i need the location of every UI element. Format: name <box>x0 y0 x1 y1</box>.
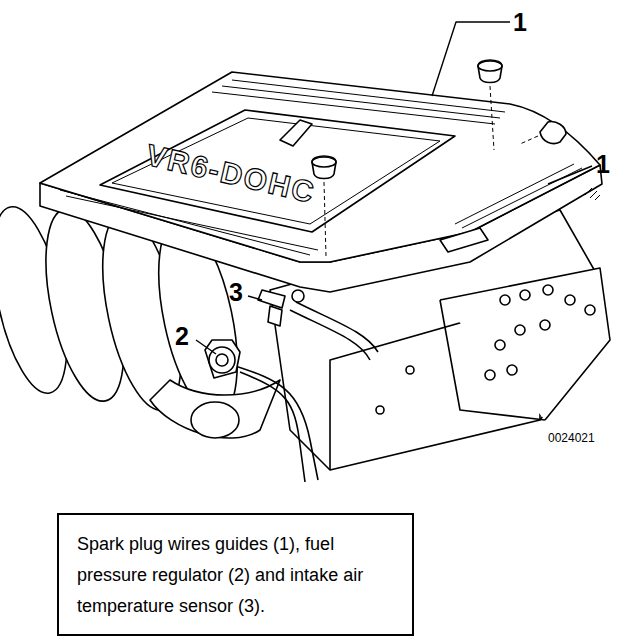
caption-text: Spark plug wires guides (1), fuel pressu… <box>77 529 394 622</box>
callout-number: 3 <box>229 280 243 305</box>
callout-number: 1 <box>596 152 610 177</box>
callout-number: 1 <box>513 10 527 35</box>
callout-number: 2 <box>175 324 189 349</box>
caption-box: Spark plug wires guides (1), fuel pressu… <box>57 513 414 636</box>
figure-number: 0024021 <box>548 432 595 444</box>
